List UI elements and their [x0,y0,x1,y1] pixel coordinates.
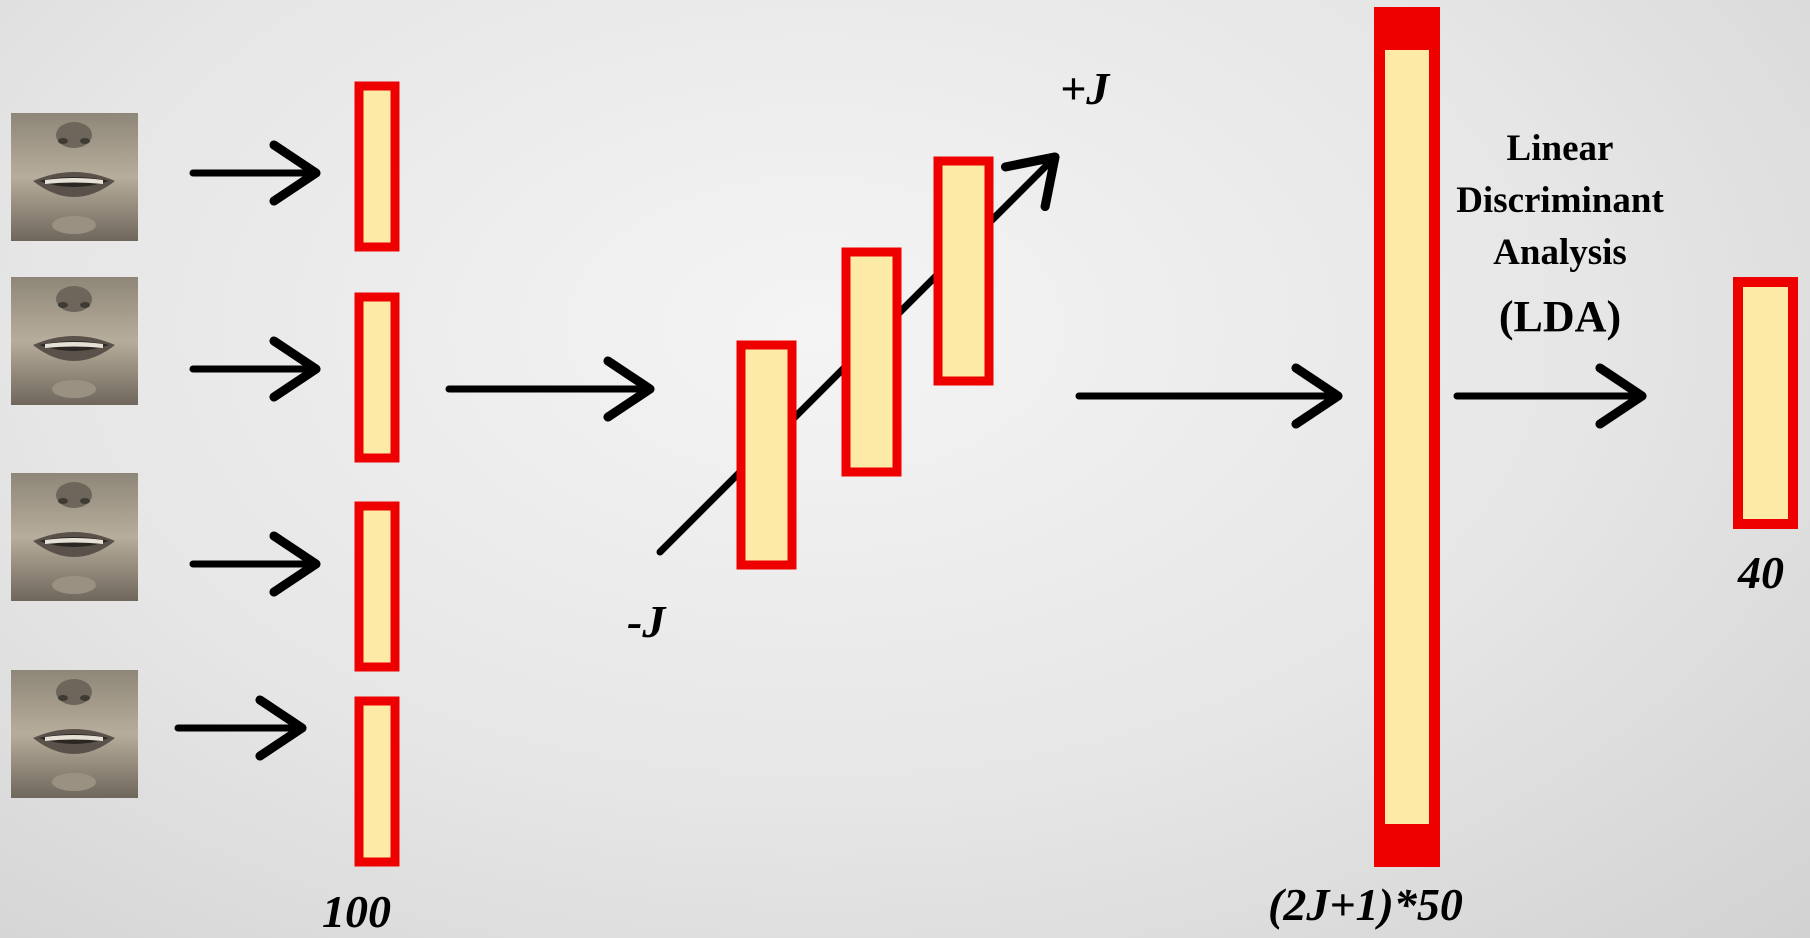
concatenated-dimension-label: (2J+1)*50 [1268,879,1463,930]
lda-label-line-2: Discriminant [1456,180,1664,221]
frame-feature-vector-2 [354,292,400,463]
context-vector-1 [736,340,797,570]
mouth-frame-image-3 [11,473,138,601]
frame-feature-vector-4 [354,696,400,867]
frame-dimension-label: 100 [322,886,391,937]
mouth-frame-image-1 [11,113,138,241]
mouth-frame-image-4 [11,670,138,798]
frame-feature-vector-3 [354,501,400,672]
mouth-frame-image-2 [11,277,138,405]
context-vector-2 [841,247,902,477]
plus-j-label: +J [1060,63,1110,114]
lda-label-line-3: Analysis [1493,232,1627,273]
lda-label: Linear Discriminant Analysis (LDA) [1400,123,1720,355]
concatenated-vector-fill [1385,50,1429,824]
lda-label-line-1: Linear [1506,128,1614,169]
minus-j-label: -J [627,596,666,647]
output-vector [1733,277,1798,529]
lda-label-line-4: (LDA) [1498,292,1622,341]
frame-feature-vector-1 [354,81,400,252]
output-dimension-label: 40 [1738,547,1784,598]
context-vector-3 [933,156,994,386]
